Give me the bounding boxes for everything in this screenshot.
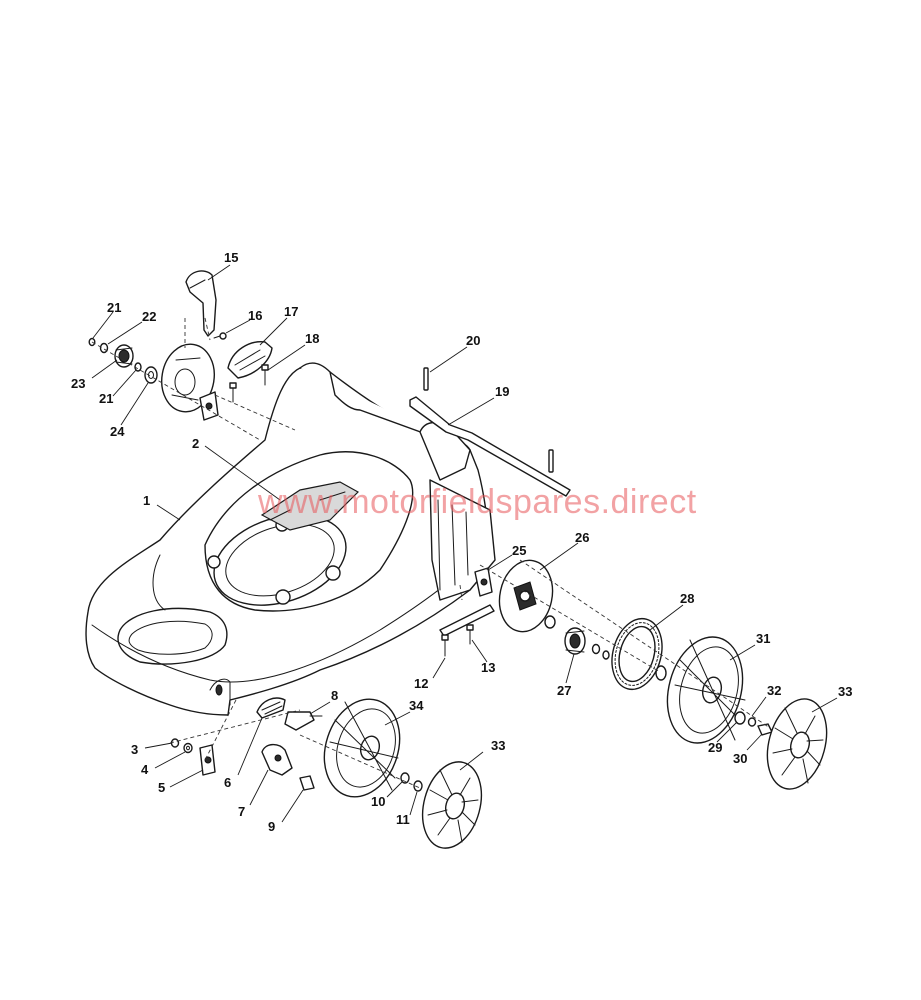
height-lever[interactable] xyxy=(185,270,217,337)
callout-30[interactable]: 30 xyxy=(733,751,747,766)
axle-bush-rear[interactable] xyxy=(655,665,667,681)
spindle-8[interactable] xyxy=(284,711,323,731)
callout-28[interactable]: 28 xyxy=(680,591,694,606)
rear-wheel[interactable] xyxy=(656,629,753,752)
callout-27[interactable]: 27 xyxy=(557,683,571,698)
screw-18[interactable] xyxy=(261,364,269,386)
washer-21b[interactable] xyxy=(134,362,142,372)
washer-32[interactable] xyxy=(747,717,757,727)
callout-21-bottom[interactable]: 21 xyxy=(99,391,113,406)
washer-4[interactable] xyxy=(183,742,193,754)
roll-pin-left[interactable] xyxy=(423,367,429,391)
washer-rear[interactable] xyxy=(544,615,556,629)
pinion-gear-23[interactable] xyxy=(114,344,134,368)
callout-34[interactable]: 34 xyxy=(409,698,424,713)
callout-26[interactable]: 26 xyxy=(575,530,589,545)
height-plate[interactable] xyxy=(227,341,273,379)
callout-5[interactable]: 5 xyxy=(158,780,165,795)
callout-11[interactable]: 11 xyxy=(396,812,410,827)
screw-below-plate[interactable] xyxy=(229,382,237,403)
callout-7[interactable]: 7 xyxy=(238,804,245,819)
callout-12[interactable]: 12 xyxy=(414,676,428,691)
rear-axle[interactable] xyxy=(409,396,571,497)
washer-29[interactable] xyxy=(734,711,746,725)
bolt-30[interactable] xyxy=(757,723,773,736)
bracket-under-hub[interactable] xyxy=(199,391,219,421)
callout-16[interactable]: 16 xyxy=(248,308,262,323)
callout-9[interactable]: 9 xyxy=(268,819,275,834)
callout-10[interactable]: 10 xyxy=(371,794,385,809)
gearbox-cover-26[interactable] xyxy=(493,555,559,636)
circlip-22[interactable] xyxy=(99,342,109,354)
ring-gear-28[interactable] xyxy=(605,613,670,695)
mower-deck[interactable] xyxy=(85,362,496,716)
callout-17[interactable]: 17 xyxy=(284,304,298,319)
callouts: 1 2 3 4 5 6 7 8 9 10 11 12 13 15 16 17 1… xyxy=(71,250,852,834)
callout-15[interactable]: 15 xyxy=(224,250,238,265)
front-hubcap[interactable] xyxy=(414,755,491,854)
leader-lines xyxy=(91,264,838,823)
callout-19[interactable]: 19 xyxy=(495,384,509,399)
callout-3[interactable]: 3 xyxy=(131,742,138,757)
bolt-9[interactable] xyxy=(299,775,315,791)
roll-pin-right[interactable] xyxy=(548,449,554,473)
bracket-25[interactable] xyxy=(474,567,493,597)
rear-hubcap[interactable] xyxy=(758,692,836,795)
bracket-5[interactable] xyxy=(199,744,216,776)
callout-20[interactable]: 20 xyxy=(466,333,480,348)
callout-18[interactable]: 18 xyxy=(305,331,319,346)
clamp-7[interactable] xyxy=(261,743,293,776)
callout-23[interactable]: 23 xyxy=(71,376,85,391)
washer-3[interactable] xyxy=(170,738,180,748)
callout-29[interactable]: 29 xyxy=(708,740,722,755)
mulch-plug[interactable] xyxy=(260,481,359,531)
callout-1[interactable]: 1 xyxy=(143,493,150,508)
circlip-rear[interactable] xyxy=(591,643,610,660)
callout-25[interactable]: 25 xyxy=(512,543,526,558)
assembly-lines xyxy=(91,317,771,789)
callout-2[interactable]: 2 xyxy=(192,436,199,451)
screw-12[interactable] xyxy=(441,634,449,657)
callout-4[interactable]: 4 xyxy=(141,762,149,777)
callout-21-top[interactable]: 21 xyxy=(107,300,121,315)
callout-24[interactable]: 24 xyxy=(110,424,125,439)
pinion-gear-27[interactable] xyxy=(564,627,586,655)
watermark-text: www.motorfieldspares.direct xyxy=(257,483,697,521)
callout-33-left[interactable]: 33 xyxy=(491,738,505,753)
callout-33-right[interactable]: 33 xyxy=(838,684,852,699)
callout-8[interactable]: 8 xyxy=(331,688,338,703)
adjust-plate-6[interactable] xyxy=(256,697,286,719)
callout-32[interactable]: 32 xyxy=(767,683,781,698)
front-wheel[interactable] xyxy=(312,689,411,806)
link-plate-13[interactable] xyxy=(439,604,495,637)
callout-31[interactable]: 31 xyxy=(756,631,770,646)
nut-11[interactable] xyxy=(413,780,423,792)
front-hub-plate[interactable] xyxy=(156,340,219,416)
callout-22[interactable]: 22 xyxy=(142,309,156,324)
bearing-24[interactable] xyxy=(144,366,158,384)
callout-6[interactable]: 6 xyxy=(224,775,231,790)
screw-13b[interactable] xyxy=(466,624,474,645)
callout-13[interactable]: 13 xyxy=(481,660,495,675)
screw-16[interactable] xyxy=(213,332,227,340)
